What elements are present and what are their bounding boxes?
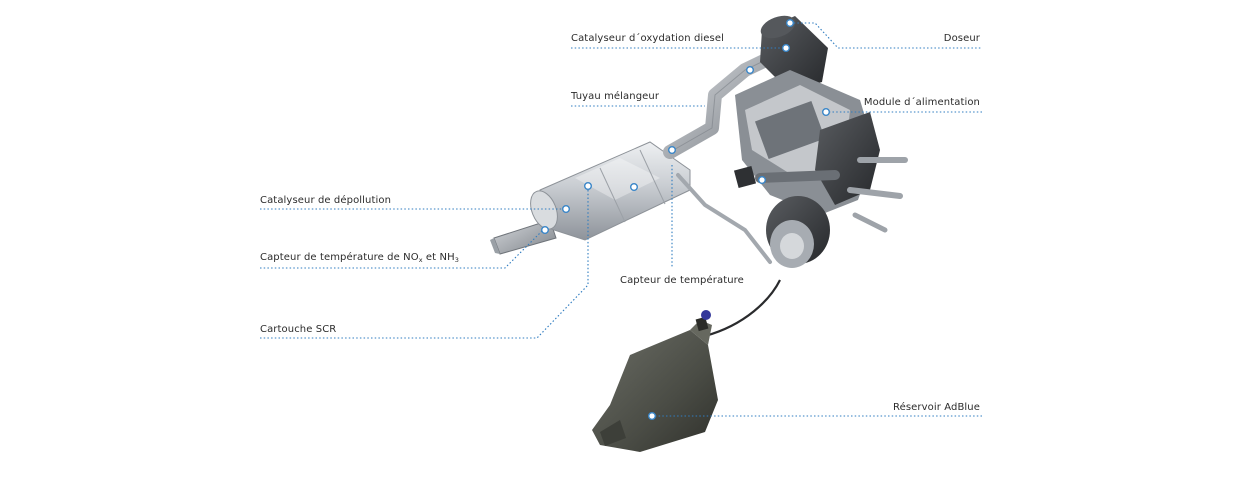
marker-nox-sensor (541, 225, 550, 234)
temperature-sensor-pipe (676, 173, 772, 264)
marker-depollution-catalyst (562, 204, 571, 213)
label-supply-module: Module d´alimentation (863, 97, 980, 108)
tail-pipe (490, 219, 557, 255)
label-scr-cartridge: Cartouche SCR (260, 324, 337, 335)
marker-scr-cartridge (584, 181, 593, 190)
label-nox-sensor-mid: et NH (422, 252, 455, 263)
adblue-tank-body (592, 310, 718, 452)
marker-doser (786, 19, 795, 28)
label-oxidation-catalyst: Catalyseur d´oxydation diesel (571, 33, 724, 44)
adblue-line (704, 279, 781, 338)
label-nox-sensor-sub1: x (418, 256, 423, 264)
marker-adblue-tank (648, 412, 657, 421)
marker-engine-sensor (758, 175, 767, 184)
marker-oxidation-catalyst (782, 44, 791, 53)
label-doser: Doseur (943, 33, 980, 44)
markers (541, 19, 831, 421)
label-temperature-sensor: Capteur de température (620, 275, 744, 286)
leader-doser (790, 22, 982, 49)
engine-block (733, 70, 908, 233)
leader-nox-sensor (260, 229, 544, 269)
label-nox-sensor: Capteur de température de NOx et NH3 (260, 252, 459, 264)
marker-temperature-sensor (668, 145, 677, 154)
label-depollution-catalyst: Catalyseur de dépollution (260, 195, 392, 206)
label-mixing-pipe: Tuyau mélangeur (571, 91, 660, 102)
mixing-pipe (663, 51, 777, 159)
leader-lines (260, 22, 982, 417)
turbo-housing (766, 196, 830, 268)
marker-mixing-pipe (746, 65, 755, 74)
leader-scr-cartridge (260, 186, 589, 339)
label-adblue-tank: Réservoir AdBlue (893, 402, 980, 413)
marker-scr-canister (630, 182, 639, 191)
label-nox-sensor-sub2: 3 (454, 256, 459, 264)
marker-supply-module (822, 107, 831, 116)
label-nox-sensor-prefix: Capteur de température de NO (260, 252, 419, 263)
